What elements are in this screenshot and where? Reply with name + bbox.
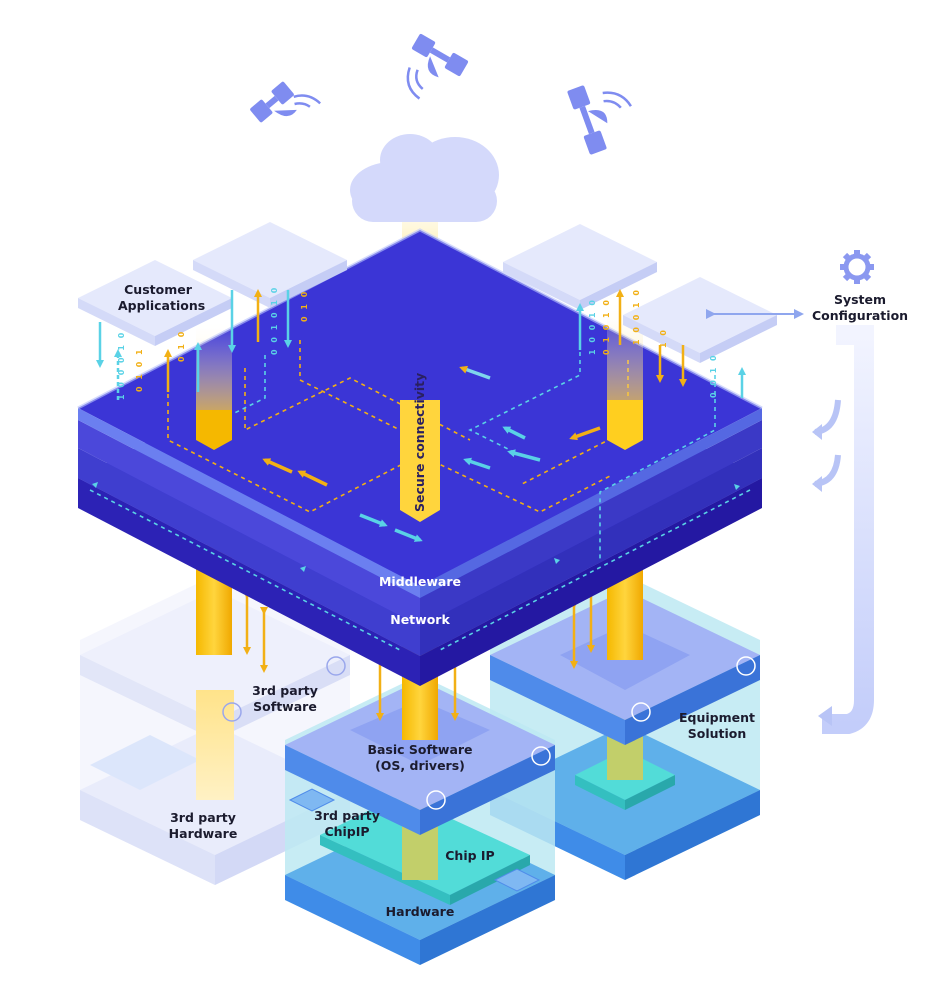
app-tile xyxy=(193,222,347,308)
port-icon xyxy=(736,656,756,676)
third-party-hardware-line1: 3rd party xyxy=(170,810,236,825)
binary-stream: 0 0 1 0 1 0 xyxy=(270,285,279,355)
customer-applications-line1: Customer xyxy=(124,282,192,297)
equipment-solution-label: Equipment Solution xyxy=(672,710,762,741)
third-party-hardware-line2: Hardware xyxy=(168,825,238,841)
equipment-solution-line2: Solution xyxy=(687,725,747,741)
secure-connectivity-label: Secure connectivity xyxy=(412,372,427,512)
binary-stream: 0 1 0 xyxy=(300,289,309,322)
chip-ip-label: Chip IP xyxy=(445,848,495,863)
binary-stream: 0 1 0 1 0 xyxy=(602,298,611,355)
customer-applications-line2: Applications xyxy=(118,297,206,313)
third-party-chipip-line2: ChipIP xyxy=(324,823,370,839)
satellite-icon xyxy=(250,81,321,123)
app-tile xyxy=(503,224,657,310)
satellite-icon xyxy=(567,85,632,155)
system-configuration-flow xyxy=(812,325,874,734)
system-configuration-line2: Configuration xyxy=(811,307,909,323)
center-module xyxy=(285,630,555,965)
port-icon xyxy=(531,746,551,766)
equipment-solution-line1: Equipment xyxy=(679,710,755,725)
third-party-software-line2: Software xyxy=(253,698,317,714)
binary-stream: 1 0 0 1 0 xyxy=(632,288,641,345)
third-party-chipip-label: 3rd party ChipIP xyxy=(312,808,382,839)
binary-stream: 0 1 0 1 xyxy=(135,347,144,392)
bidirectional-arrows xyxy=(243,585,595,721)
cloud-icon xyxy=(350,134,499,222)
basic-software-line2: (OS, drivers) xyxy=(375,757,465,773)
basic-software-label: Basic Software (OS, drivers) xyxy=(360,742,480,773)
third-party-software-line1: 3rd party xyxy=(252,683,318,698)
network-label: Network xyxy=(390,612,450,627)
equipment-solution-module xyxy=(490,560,760,880)
third-party-software-label: 3rd party Software xyxy=(250,683,320,714)
port-icon xyxy=(426,790,446,810)
port-icon xyxy=(326,656,346,676)
port-icon xyxy=(631,702,651,722)
binary-stream: 0 1 0 xyxy=(177,329,186,362)
app-tile-customer xyxy=(78,260,232,346)
third-party-chipip-line1: 3rd party xyxy=(314,808,380,823)
satellite-icon xyxy=(406,33,469,100)
customer-applications-label: Customer Applications xyxy=(118,282,206,313)
binary-stream: 1 0 xyxy=(659,328,668,348)
third-party-hardware-label: 3rd party Hardware xyxy=(168,810,238,841)
binary-stream: 1 0 0 0 1 0 xyxy=(117,330,126,400)
system-configuration-line1: System xyxy=(833,292,887,307)
binary-stream: 0 0 1 0 xyxy=(709,353,718,398)
port-icon xyxy=(222,702,242,722)
third-party-module xyxy=(80,575,350,885)
binary-stream: 1 0 0 1 0 xyxy=(588,298,597,355)
hardware-label: Hardware xyxy=(385,904,455,919)
basic-software-line1: Basic Software xyxy=(367,742,473,757)
system-configuration-label: System Configuration xyxy=(805,292,915,323)
app-tile xyxy=(623,277,777,363)
middleware-label: Middleware xyxy=(378,574,461,589)
gear-icon xyxy=(840,250,874,284)
chip-icon xyxy=(288,788,541,892)
